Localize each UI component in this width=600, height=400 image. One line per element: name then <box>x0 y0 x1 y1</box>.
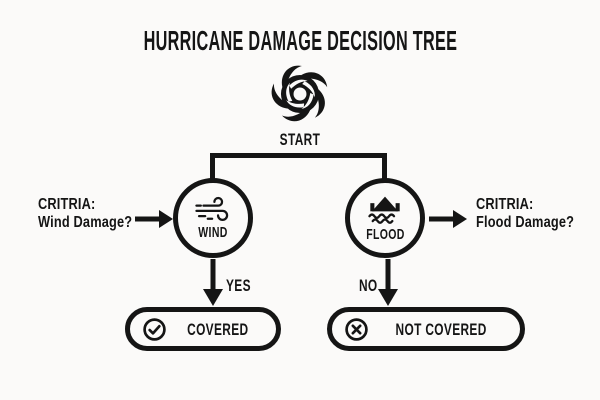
criteria-wind-line2: Wind Damage? <box>38 214 133 231</box>
criteria-wind-line1: CRITRIA: <box>38 196 96 213</box>
criteria-flood: CRITRIA: Flood Damage? <box>476 196 599 232</box>
yes-label: YES <box>226 276 251 295</box>
node-wind-label: WIND <box>198 224 228 241</box>
x-circle-icon <box>345 317 368 341</box>
hurricane-spiral-icon <box>271 65 328 122</box>
start-label: START <box>279 130 321 149</box>
page-title: HURRICANE DAMAGE DECISION TREE <box>143 25 457 56</box>
arrow-down-no-icon <box>378 259 398 306</box>
connector-line-left <box>210 153 215 180</box>
outcome-not-covered-label: NOT COVERED <box>395 319 487 339</box>
no-label: NO <box>358 276 377 295</box>
arrow-down-yes-icon <box>203 259 223 306</box>
arrow-right-to-wind-icon <box>135 210 173 228</box>
outcome-covered: COVERED <box>125 307 281 351</box>
connector-line-horizontal <box>210 153 387 158</box>
node-flood: FLOOD <box>345 178 425 258</box>
criteria-flood-line2: Flood Damage? <box>476 214 575 231</box>
check-circle-icon <box>143 317 166 341</box>
wind-gust-icon <box>195 196 229 222</box>
node-flood-label: FLOOD <box>365 225 405 243</box>
outcome-not-covered: NOT COVERED <box>327 307 526 351</box>
flooded-house-icon <box>368 196 400 224</box>
connector-line-right <box>382 153 387 180</box>
criteria-wind: CRITRIA: Wind Damage? <box>38 196 156 232</box>
node-wind: WIND <box>173 178 253 258</box>
arrow-right-to-flood-criteria-icon <box>429 210 467 228</box>
outcome-covered-label: COVERED <box>187 319 249 339</box>
criteria-flood-line1: CRITRIA: <box>476 196 534 213</box>
